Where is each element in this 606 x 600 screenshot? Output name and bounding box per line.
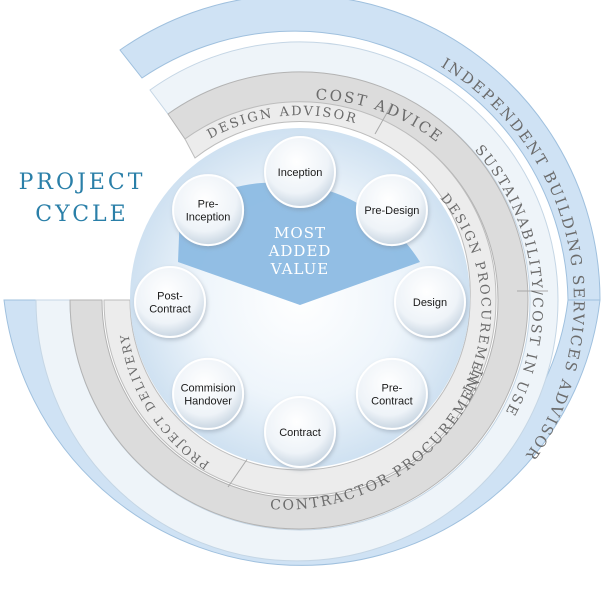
center-line-1: MOST	[274, 224, 326, 242]
stage-label: Handover	[184, 395, 232, 407]
stage-circle	[134, 266, 206, 338]
stage-label: Inception	[278, 167, 323, 179]
stage-node-design: Design	[394, 266, 466, 338]
stage-label: Pre-	[382, 382, 403, 394]
stage-node-contract: Contract	[264, 396, 336, 468]
stage-node-pre-design: Pre-Design	[355, 174, 428, 247]
stage-circle	[264, 136, 336, 208]
title-line-1: PROJECT	[19, 170, 146, 195]
stage-label: Pre-	[198, 199, 219, 211]
stage-circle	[172, 357, 245, 430]
cost-ring	[69, 71, 529, 530]
stage-node-post-contract: Post-Contract	[134, 266, 206, 338]
center-line-3: VALUE	[270, 260, 329, 278]
title-line-2: CYCLE	[35, 202, 128, 227]
stage-circle	[355, 357, 428, 430]
center-line-2: ADDED	[268, 242, 332, 260]
inner-ring	[103, 101, 497, 497]
stage-nodes: InceptionPre-DesignDesignPre-ContractCon…	[134, 136, 466, 468]
stage-label: Pre-Design	[364, 205, 419, 217]
stage-label: Commision	[181, 382, 236, 394]
stage-circle	[394, 266, 466, 338]
stage-label: Post-	[157, 291, 183, 303]
light-ring	[35, 41, 559, 562]
stage-node-pre-contract: Pre-Contract	[355, 357, 428, 430]
stage-label: Contract	[279, 427, 321, 439]
stage-circle	[355, 174, 428, 247]
stage-circle	[172, 174, 245, 247]
stage-node-inception: Inception	[264, 136, 336, 208]
stage-label: Design	[413, 297, 447, 309]
stage-circle	[264, 396, 336, 468]
stage-label: Inception	[186, 212, 231, 224]
stage-node-pre-inception: Pre-Inception	[172, 174, 245, 247]
stage-label: Contract	[149, 304, 191, 316]
stage-label: Contract	[371, 395, 413, 407]
